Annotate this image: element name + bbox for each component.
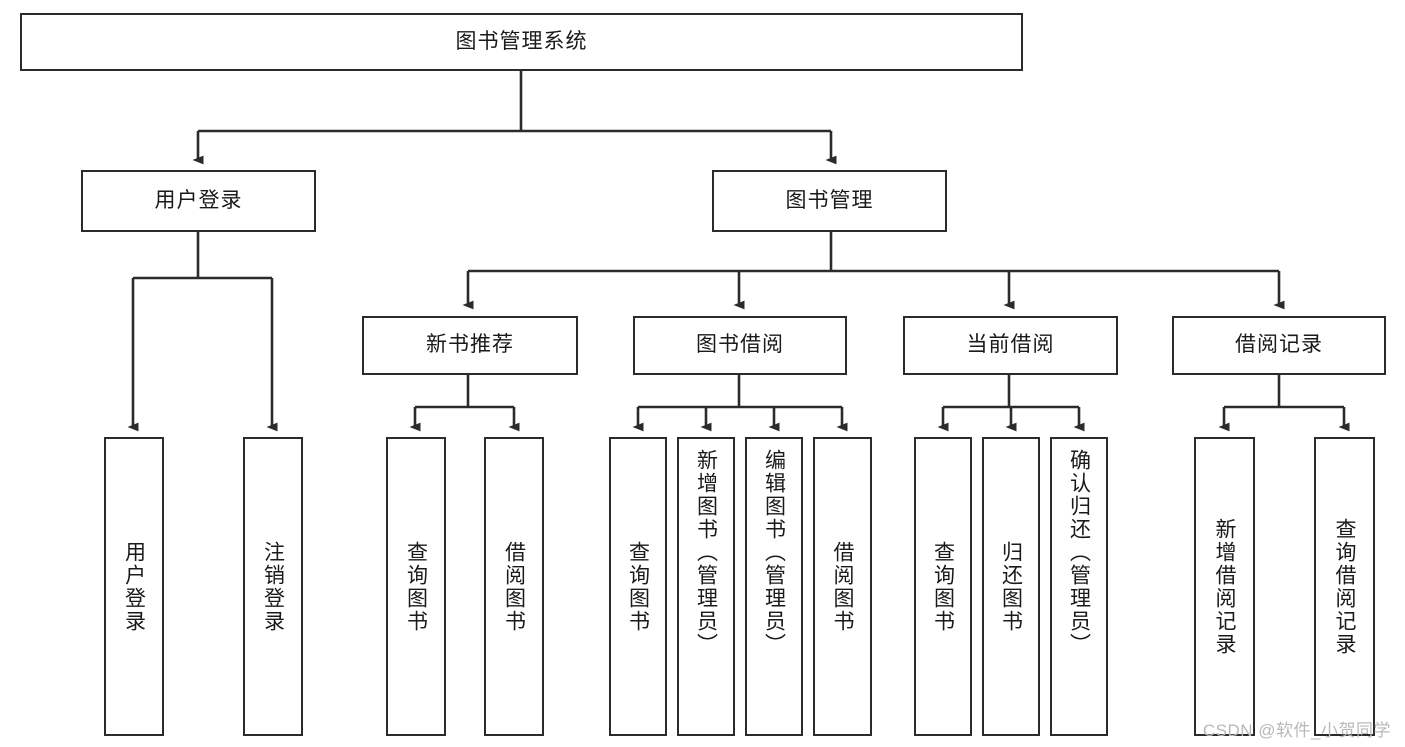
node-label: 当前借阅 bbox=[966, 333, 1055, 357]
node-label: 借阅图书 bbox=[502, 540, 526, 633]
node-leaf-confirm-return[interactable]: 确认归还（管理员） bbox=[1050, 437, 1108, 736]
node-leaf-return-book[interactable]: 归还图书 bbox=[982, 437, 1040, 736]
node-leaf-query-book-recommend[interactable]: 查询图书 bbox=[386, 437, 446, 736]
node-label: 归还图书 bbox=[999, 540, 1023, 633]
node-label: 确认归还（管理员） bbox=[1067, 449, 1091, 656]
node-leaf-user-login[interactable]: 用户登录 bbox=[104, 437, 164, 736]
node-label: 借阅记录 bbox=[1235, 333, 1323, 357]
node-label: 图书借阅 bbox=[696, 333, 784, 357]
node-leaf-borrow-book-recommend[interactable]: 借阅图书 bbox=[484, 437, 544, 736]
node-label: 编辑图书（管理员） bbox=[762, 449, 786, 656]
node-label: 查询图书 bbox=[931, 540, 955, 633]
node-new-book-recommend[interactable]: 新书推荐 bbox=[362, 316, 578, 375]
node-label: 新增图书（管理员） bbox=[694, 449, 718, 656]
node-leaf-logout-login[interactable]: 注销登录 bbox=[243, 437, 303, 736]
node-label: 新增借阅记录 bbox=[1213, 517, 1236, 656]
node-leaf-query-book-borrow[interactable]: 查询图书 bbox=[609, 437, 667, 736]
node-leaf-edit-book[interactable]: 编辑图书（管理员） bbox=[745, 437, 803, 736]
node-label: 注销登录 bbox=[261, 540, 285, 633]
node-label: 借阅图书 bbox=[831, 540, 854, 633]
node-leaf-query-borrow-record[interactable]: 查询借阅记录 bbox=[1314, 437, 1375, 736]
node-label: 用户登录 bbox=[122, 540, 146, 633]
node-leaf-borrow-book-borrow[interactable]: 借阅图书 bbox=[813, 437, 872, 736]
csdn-watermark: CSDN @软件_小贺同学 bbox=[1202, 721, 1391, 740]
node-book-borrow[interactable]: 图书借阅 bbox=[633, 316, 847, 375]
node-label: 查询借阅记录 bbox=[1333, 517, 1356, 656]
node-label: 用户登录 bbox=[154, 188, 243, 212]
node-label: 图书管理 bbox=[785, 188, 874, 212]
node-label: 图书管理系统 bbox=[455, 29, 588, 53]
node-current-borrow[interactable]: 当前借阅 bbox=[903, 316, 1118, 375]
node-book-management-system[interactable]: 图书管理系统 bbox=[20, 13, 1023, 71]
node-user-login[interactable]: 用户登录 bbox=[81, 170, 316, 232]
node-leaf-query-book-current[interactable]: 查询图书 bbox=[914, 437, 972, 736]
node-label: 查询图书 bbox=[626, 540, 650, 633]
node-leaf-add-borrow-record[interactable]: 新增借阅记录 bbox=[1194, 437, 1255, 736]
node-label: 查询图书 bbox=[404, 540, 428, 633]
node-book-management[interactable]: 图书管理 bbox=[712, 170, 947, 232]
node-borrow-record[interactable]: 借阅记录 bbox=[1172, 316, 1386, 375]
node-leaf-add-book[interactable]: 新增图书（管理员） bbox=[677, 437, 735, 736]
node-label: 新书推荐 bbox=[426, 333, 514, 357]
